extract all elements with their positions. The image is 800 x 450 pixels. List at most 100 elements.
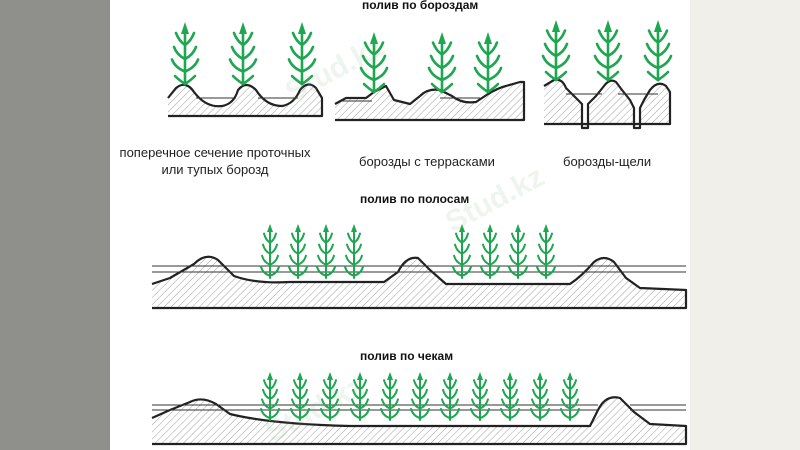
plant-top-leaf	[239, 22, 247, 34]
plant-leaf	[656, 29, 669, 44]
plant-icon	[287, 22, 317, 86]
seedling-leaf	[317, 254, 327, 266]
seedling-leaf	[509, 398, 519, 410]
seedling-leaf	[410, 408, 421, 419]
plant-leaf	[174, 31, 187, 47]
plant-leaf	[431, 41, 444, 56]
caption-slot-furrows: борозды-щели	[563, 154, 652, 169]
seedling-leaf	[561, 398, 571, 410]
seedling-icon	[452, 224, 472, 279]
seedling-leaf	[261, 398, 271, 410]
seedling-leaf	[569, 388, 578, 400]
seedling-leaf	[269, 243, 278, 255]
check-soil-hatch	[152, 397, 686, 444]
right-margin-panel	[690, 0, 800, 450]
seedling-leaf	[359, 388, 368, 400]
seedling-leaf	[461, 265, 472, 277]
seedling-leaf	[269, 254, 279, 266]
seedling-leaf	[290, 243, 299, 255]
seedling-leaf	[297, 254, 307, 266]
seedling-leaf	[472, 388, 481, 400]
seedling-tip	[387, 372, 393, 380]
seedling-leaf	[346, 243, 355, 255]
seedling-leaf	[299, 388, 308, 400]
seedling-leaf	[419, 388, 428, 400]
seedling-leaf	[539, 379, 547, 391]
plant-leaf	[554, 70, 568, 82]
plant-leaf	[172, 45, 187, 61]
plant-leaf	[241, 31, 254, 47]
plant-icon	[541, 20, 571, 82]
plant-leaf	[477, 41, 490, 56]
seedling-leaf	[325, 243, 334, 255]
title-check-irrigation: полив по чекам	[360, 349, 454, 363]
seedling-icon	[530, 372, 550, 421]
caption-cross-section-line2: или тупых борозд	[161, 162, 269, 177]
seedling-leaf	[517, 265, 528, 277]
plant-leaf	[554, 54, 571, 70]
seedling-leaf	[442, 388, 451, 400]
plant-icon	[473, 32, 503, 94]
seedling-leaf	[329, 408, 340, 419]
seedling-leaf	[325, 232, 333, 244]
plant-icon	[593, 20, 623, 82]
seedling-leaf	[539, 408, 550, 419]
seedling-leaf	[449, 388, 458, 400]
plant-leaf	[544, 70, 558, 82]
plant-icon	[359, 32, 389, 94]
plant-leaf	[541, 54, 558, 70]
plant-leaf	[241, 74, 255, 86]
seedling-leaf	[381, 398, 391, 410]
terraced-soil-surface	[334, 80, 526, 122]
seedling-tip	[295, 224, 301, 232]
seedling-leaf	[389, 379, 397, 391]
plant-leaf	[440, 54, 455, 70]
seedling-leaf	[449, 379, 457, 391]
plant-icon	[228, 22, 258, 86]
plant-leaf	[362, 82, 376, 94]
plant-leaf	[486, 54, 501, 70]
seedling-leaf	[449, 408, 460, 419]
seedling-leaf	[260, 408, 271, 419]
plant-top-leaf	[298, 22, 306, 34]
plant-leaf	[241, 58, 258, 73]
plant-leaf	[606, 29, 619, 44]
seedling-leaf	[288, 265, 299, 277]
seedling-leaf	[325, 265, 336, 277]
seedling-icon	[288, 224, 308, 279]
plant-leaf	[372, 54, 387, 70]
plant-leaf	[656, 42, 671, 58]
seedling-leaf	[262, 388, 271, 400]
plant-leaf	[646, 70, 660, 82]
seedling-icon	[500, 372, 520, 421]
seedling-leaf	[350, 408, 361, 419]
seedling-leaf	[419, 408, 430, 419]
seedling-icon	[410, 372, 430, 421]
plant-top-leaf	[654, 20, 662, 32]
seedling-leaf	[479, 379, 487, 391]
plant-leaf	[372, 41, 385, 56]
seedling-leaf	[501, 398, 511, 410]
title-furrow-irrigation: полив по бороздам	[362, 0, 479, 12]
plant-leaf	[440, 66, 457, 82]
plant-leaf	[300, 74, 314, 86]
seedling-leaf	[569, 398, 579, 410]
plant-leaf	[473, 66, 490, 82]
seedling-leaf	[329, 388, 338, 400]
seedling-leaf	[449, 398, 459, 410]
seedling-leaf	[291, 398, 301, 410]
seedling-tip	[477, 372, 483, 380]
seedling-leaf	[269, 398, 279, 410]
plant-leaf	[170, 58, 187, 73]
seedling-leaf	[509, 388, 518, 400]
seedling-leaf	[479, 408, 490, 419]
seedling-leaf	[297, 232, 305, 244]
plant-leaf	[647, 29, 660, 44]
seedling-icon	[260, 224, 280, 279]
seedling-leaf	[329, 398, 339, 410]
seedling-leaf	[269, 388, 278, 400]
seedling-leaf	[297, 243, 306, 255]
plant-leaf	[429, 54, 444, 70]
seedling-leaf	[262, 243, 271, 255]
seedling-icon	[560, 372, 580, 421]
